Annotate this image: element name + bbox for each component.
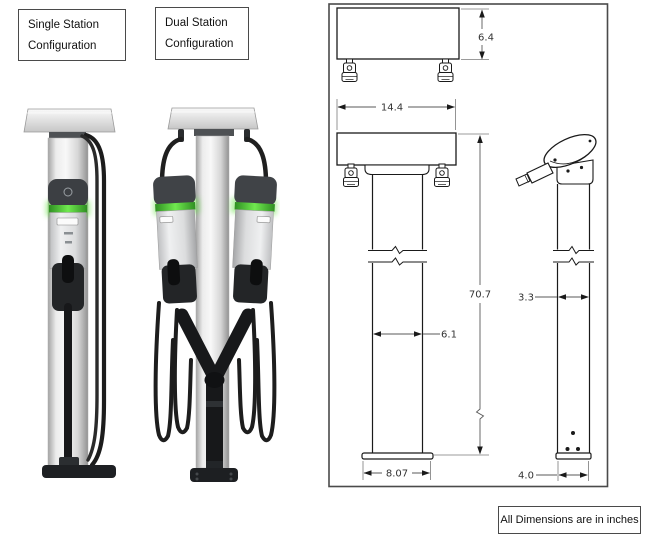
unit-top xyxy=(234,175,277,206)
unit-top xyxy=(153,175,196,206)
single-config-line1: Single Station xyxy=(28,19,99,31)
dual-config-line1: Dual Station xyxy=(165,17,228,29)
dim-head-depth: 6.4 xyxy=(461,8,494,60)
connector-plug-icon xyxy=(343,163,359,187)
single-config-label-box: Single Station Configuration xyxy=(18,9,126,61)
dim-label-base-width: 8.07 xyxy=(386,469,408,480)
led-status-band xyxy=(155,202,196,212)
unit-display xyxy=(159,215,174,224)
connector-plug-icon xyxy=(341,58,358,82)
charging-unit-right xyxy=(230,175,278,304)
unit-display xyxy=(56,217,79,226)
connector-handle xyxy=(167,259,181,286)
led-status-band xyxy=(234,202,275,212)
dim-label-base-depth: 4.0 xyxy=(518,471,534,482)
connector-plug-icon xyxy=(437,58,454,82)
drawing-border xyxy=(328,3,609,488)
dim-label-column-depth: 3.3 xyxy=(518,293,534,304)
unit-display xyxy=(256,215,271,224)
break-line xyxy=(553,245,594,255)
dim-base-width: 8.07 xyxy=(362,461,431,480)
dim-head-width: 14.4 xyxy=(336,99,456,130)
dual-station-photo xyxy=(152,107,278,482)
led-status-band xyxy=(49,205,87,213)
connector-handle xyxy=(62,255,74,283)
dual-config-label-box: Dual Station Configuration xyxy=(155,7,249,60)
cap-oval xyxy=(543,133,597,169)
single-station-base xyxy=(42,303,116,478)
dual-config-line2: Configuration xyxy=(165,38,234,50)
head-side-view xyxy=(336,7,460,82)
charging-unit-left xyxy=(152,175,200,304)
dim-label-overall-height: 70.7 xyxy=(469,290,491,301)
dimensions-note-text: All Dimensions are in inches xyxy=(500,514,639,526)
cap-collar xyxy=(49,132,86,139)
break-line xyxy=(553,257,594,266)
dim-column-depth: 3.3 xyxy=(518,293,589,304)
break-line xyxy=(368,257,427,266)
connector-tip xyxy=(515,173,531,187)
cap-collar xyxy=(194,129,234,136)
single-config-line2: Configuration xyxy=(28,40,97,52)
connector-holster xyxy=(52,263,84,311)
charging-unit xyxy=(46,179,90,311)
charging-cable xyxy=(80,132,107,468)
pedestal-cap xyxy=(23,108,116,133)
dual-station-base xyxy=(190,461,238,482)
base-plate xyxy=(42,465,116,478)
dim-label-column-width: 6.1 xyxy=(441,330,457,341)
dimensions-note-box: All Dimensions are in inches xyxy=(498,506,641,534)
connector-plug-icon xyxy=(434,163,450,187)
pedestal-side-view xyxy=(515,133,597,460)
base-plate-side xyxy=(555,452,592,460)
break-line xyxy=(368,245,427,255)
y-cable-cover xyxy=(175,308,255,471)
base-plate-front xyxy=(361,452,434,460)
station-front-view xyxy=(336,132,457,460)
dimension-drawing: 6.4 14.4 xyxy=(328,3,609,488)
dim-label-head-width: 14.4 xyxy=(381,103,403,114)
connector-nozzle xyxy=(526,162,554,184)
brand-logo-icon xyxy=(63,187,73,197)
pedestal-cap xyxy=(167,107,259,130)
unit-top xyxy=(48,179,88,207)
dim-column-width: 6.1 xyxy=(373,330,457,341)
lower-cable-loops xyxy=(153,301,277,443)
connector-handle xyxy=(249,259,263,286)
dim-base-depth: 4.0 xyxy=(518,461,589,482)
dim-overall-height: 70.7 xyxy=(434,133,491,456)
dim-label-head-depth: 6.4 xyxy=(478,33,494,44)
single-station-photo xyxy=(23,108,116,478)
base-plate xyxy=(190,468,238,482)
